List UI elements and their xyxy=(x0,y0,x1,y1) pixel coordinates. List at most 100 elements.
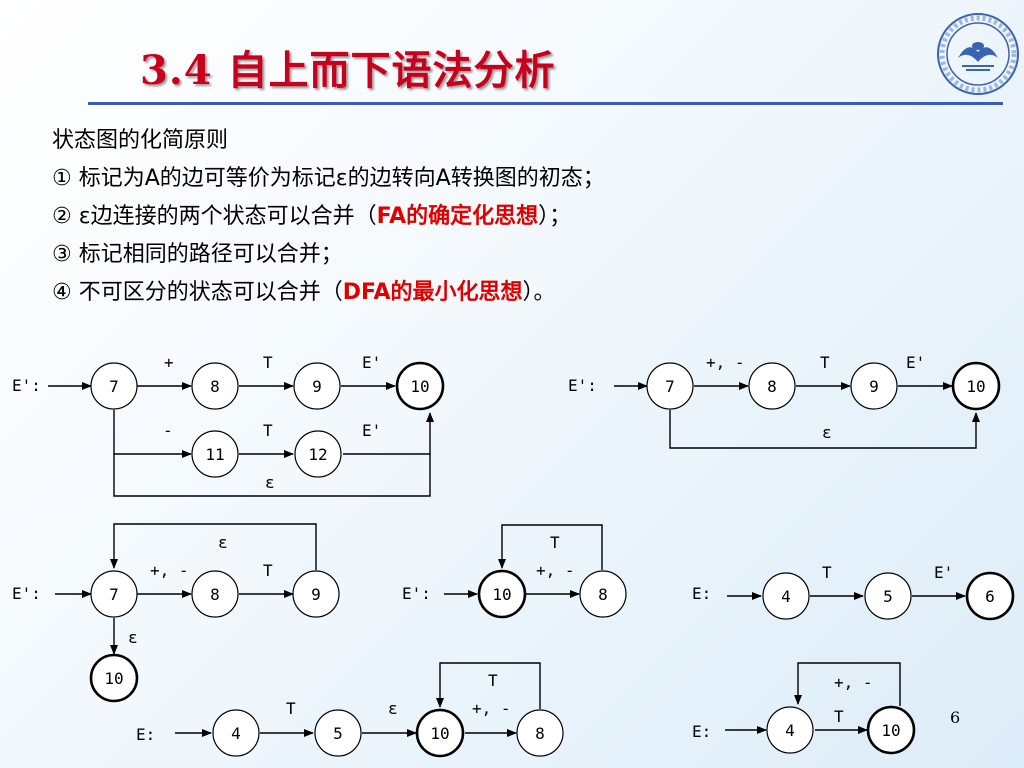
university-seal-logo xyxy=(937,13,1019,95)
d4-start-label: E': xyxy=(402,584,431,603)
rule-2: ② ε边连接的两个状态可以合并（FA的确定化思想）； xyxy=(52,198,605,236)
d7-edge-plus-minus-loop: +, - xyxy=(834,673,873,692)
svg-text:5: 5 xyxy=(883,587,893,606)
d3-edge-epsilon-down: ε xyxy=(128,628,138,647)
svg-text:8: 8 xyxy=(210,377,220,396)
svg-text:4: 4 xyxy=(781,587,791,606)
d2-start-label: E': xyxy=(568,376,597,395)
d3-edge-plus-minus: +, - xyxy=(150,561,189,580)
rule-2-pre: ε边连接的两个状态可以合并（ xyxy=(78,204,377,229)
d6-edge-plus-minus: +, - xyxy=(472,699,511,718)
d7-state-4: 4 xyxy=(766,706,814,754)
svg-text:10: 10 xyxy=(410,377,429,396)
slide-title: 3.4 自上而下语法分析 xyxy=(140,47,556,94)
svg-text:8: 8 xyxy=(767,377,777,396)
d1-start-label: E': xyxy=(12,376,41,395)
d1-edge-E-prime: E' xyxy=(362,353,381,372)
svg-text:10: 10 xyxy=(881,721,900,740)
svg-text:5: 5 xyxy=(333,724,343,743)
d1-state-11: 11 xyxy=(191,430,239,478)
d5-state-6: 6 xyxy=(965,571,1015,621)
rule-4: ④ 不可区分的状态可以合并（DFA的最小化思想）。 xyxy=(52,274,605,312)
d1-state-12: 12 xyxy=(294,430,342,478)
d1-state-8: 8 xyxy=(191,362,239,410)
rule-2-post: ）； xyxy=(538,204,572,229)
svg-text:7: 7 xyxy=(109,585,119,604)
d2-state-9: 9 xyxy=(850,362,898,410)
svg-text:10: 10 xyxy=(492,585,511,604)
svg-text:11: 11 xyxy=(205,445,224,464)
svg-text:10: 10 xyxy=(104,669,123,688)
rule-4-pre: 不可区分的状态可以合并（ xyxy=(78,280,343,305)
svg-text:7: 7 xyxy=(109,377,119,396)
d2-edge-plus-minus: +, - xyxy=(706,353,745,372)
d1-edge-E-prime-2: E' xyxy=(362,421,381,440)
d1-state-10: 10 xyxy=(395,361,445,411)
d2-edge-E-prime: E' xyxy=(906,353,925,372)
svg-text:7: 7 xyxy=(665,377,675,396)
d1-edge-T: T xyxy=(263,353,273,372)
d3-edge-T: T xyxy=(263,561,273,580)
d6-state-10: 10 xyxy=(415,708,465,758)
svg-text:12: 12 xyxy=(308,445,327,464)
rule-2-num: ② xyxy=(52,204,72,229)
svg-text:4: 4 xyxy=(785,721,795,740)
d1-edge-minus: - xyxy=(163,421,173,440)
page-number: 6 xyxy=(950,708,961,727)
d2-edge-T: T xyxy=(820,353,830,372)
svg-text:9: 9 xyxy=(312,377,322,396)
d3-start-label: E': xyxy=(12,584,41,603)
rule-4-num: ④ xyxy=(52,280,72,305)
svg-text:8: 8 xyxy=(535,724,545,743)
rule-2-highlight: FA的确定化思想 xyxy=(376,204,539,229)
rule-3-text: 标记相同的路径可以合并； xyxy=(78,242,343,267)
svg-text:8: 8 xyxy=(210,585,220,604)
d5-state-4: 4 xyxy=(762,572,810,620)
rule-3: ③ 标记相同的路径可以合并； xyxy=(52,236,605,274)
d5-edge-T: T xyxy=(822,563,832,582)
d2-edge-epsilon: ε xyxy=(822,423,832,442)
svg-text:9: 9 xyxy=(311,585,321,604)
rule-3-num: ③ xyxy=(52,242,72,267)
d1-state-7: 7 xyxy=(90,362,138,410)
svg-text:4: 4 xyxy=(231,724,241,743)
rule-1-num: ① xyxy=(52,166,72,191)
d6-edge-epsilon: ε xyxy=(388,699,398,718)
d1-state-9: 9 xyxy=(293,362,341,410)
d2-state-7: 7 xyxy=(646,362,694,410)
d2-state-8: 8 xyxy=(748,362,796,410)
d5-start-label: E: xyxy=(692,584,711,603)
rule-4-highlight: DFA的最小化思想 xyxy=(342,280,523,305)
d6-state-8: 8 xyxy=(516,709,564,757)
d5-edge-E-prime: E' xyxy=(934,563,953,582)
d7-state-10: 10 xyxy=(866,705,916,755)
d3-state-8: 8 xyxy=(191,570,239,618)
d4-edge-T-loop: T xyxy=(550,533,560,552)
svg-text:10: 10 xyxy=(966,377,985,396)
rule-4-post: ）。 xyxy=(522,280,556,305)
d6-state-4: 4 xyxy=(212,709,260,757)
d4-state-8: 8 xyxy=(579,570,627,618)
rules-text: 状态图的化简原则 ① 标记为A的边可等价为标记ε的边转向A转换图的初态； ② ε… xyxy=(52,122,605,312)
d1-edge-epsilon: ε xyxy=(265,473,275,492)
d3-state-7: 7 xyxy=(90,570,138,618)
svg-text:10: 10 xyxy=(430,724,449,743)
svg-text:8: 8 xyxy=(598,585,608,604)
d3-state-9: 9 xyxy=(292,570,340,618)
svg-text:9: 9 xyxy=(869,377,879,396)
d3-edge-epsilon-loop: ε xyxy=(218,533,228,552)
d7-start-label: E: xyxy=(692,722,711,741)
d6-state-5: 5 xyxy=(314,709,362,757)
title-underline xyxy=(88,102,1003,105)
d3-state-10: 10 xyxy=(89,653,139,703)
d6-start-label: E: xyxy=(136,725,155,744)
d4-state-10: 10 xyxy=(477,569,527,619)
d5-state-5: 5 xyxy=(864,572,912,620)
d4-edge-plus-minus: +, - xyxy=(536,561,575,580)
svg-text:6: 6 xyxy=(985,587,995,606)
rule-1: ① 标记为A的边可等价为标记ε的边转向A转换图的初态； xyxy=(52,160,605,198)
d7-edge-T: T xyxy=(834,707,844,726)
d1-edge-plus: + xyxy=(164,353,174,372)
d6-edge-T-loop: T xyxy=(488,671,498,690)
